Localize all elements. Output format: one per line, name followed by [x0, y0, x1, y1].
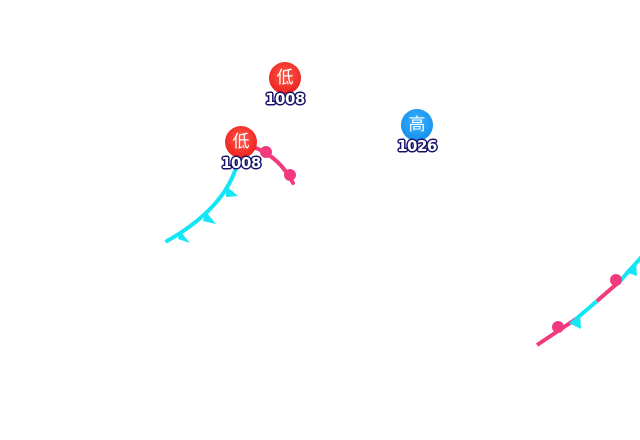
- cold-front-triangle-icon: [178, 231, 190, 243]
- stationary-front-semicircle-icon: [552, 321, 564, 333]
- pressure-value: 1026: [397, 137, 437, 155]
- cold-front-triangle-icon: [203, 212, 216, 224]
- low-pressure-center: 低 1008: [209, 126, 273, 172]
- low-pressure-icon: 低: [225, 126, 257, 158]
- pressure-value: 1008: [265, 90, 305, 108]
- stationary-front: [535, 255, 640, 347]
- warm-front-semicircle-icon: [284, 169, 296, 181]
- stationary-front-triangle-icon: [569, 314, 581, 329]
- low-pressure-icon: 低: [269, 62, 301, 94]
- high-pressure-icon: 高: [401, 109, 433, 141]
- high-pressure-center: 高 1026: [385, 109, 449, 155]
- cold-front: [165, 166, 238, 243]
- warm-front-semicircle-icon: [260, 146, 272, 158]
- cold-front-triangle-icon: [226, 186, 238, 197]
- warm-front: [254, 146, 296, 185]
- stationary-front-semicircle-icon: [610, 274, 622, 286]
- stationary-front-triangle-icon: [625, 261, 637, 276]
- pressure-value: 1008: [221, 154, 261, 172]
- low-pressure-center: 低 1008: [253, 62, 317, 108]
